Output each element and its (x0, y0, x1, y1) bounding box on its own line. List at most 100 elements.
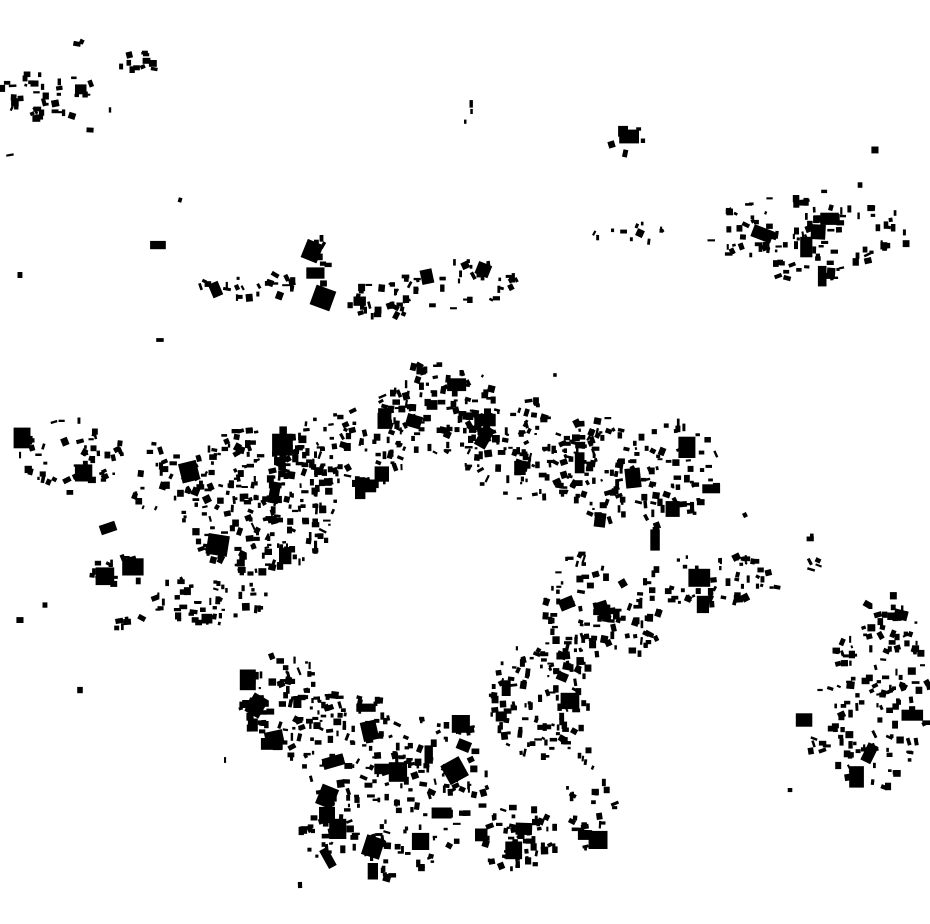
building (28, 438, 35, 443)
building (300, 467, 308, 477)
building (477, 464, 480, 468)
building (537, 724, 544, 730)
building (632, 633, 638, 639)
building (371, 481, 376, 489)
building (731, 552, 742, 562)
building (426, 400, 438, 410)
building (581, 554, 587, 563)
building (736, 225, 743, 232)
building (499, 286, 505, 291)
building (621, 149, 629, 158)
building (356, 695, 363, 700)
building (160, 466, 169, 473)
building (603, 489, 612, 497)
building (259, 671, 263, 679)
building (524, 703, 527, 708)
building (589, 501, 593, 506)
building (169, 461, 177, 466)
building (256, 291, 260, 297)
building (652, 491, 660, 500)
building (270, 559, 277, 568)
building (534, 850, 539, 857)
building (276, 495, 282, 504)
building (50, 419, 58, 425)
building (511, 840, 518, 848)
building (628, 647, 637, 654)
building (466, 448, 472, 455)
building (628, 460, 631, 463)
building (333, 499, 337, 503)
building (370, 313, 374, 320)
building (500, 731, 509, 741)
building (564, 641, 572, 645)
building (221, 434, 228, 437)
building (193, 463, 199, 469)
building (902, 229, 906, 236)
building (599, 821, 606, 825)
building (705, 464, 712, 468)
building (375, 832, 383, 836)
building (525, 856, 529, 860)
building (272, 282, 279, 285)
building (640, 620, 644, 629)
building (267, 515, 275, 524)
building (413, 802, 420, 811)
building (306, 459, 312, 464)
building (320, 280, 327, 287)
building (328, 422, 334, 426)
building (287, 752, 295, 758)
building (177, 579, 185, 585)
building (596, 234, 600, 241)
building (699, 468, 705, 472)
building (886, 752, 893, 757)
building (419, 781, 428, 787)
building (156, 338, 164, 342)
building (479, 482, 485, 486)
building (406, 390, 410, 397)
building (592, 230, 597, 236)
building (43, 461, 48, 465)
building (319, 506, 327, 514)
building (836, 267, 840, 271)
building (636, 599, 642, 603)
building (157, 446, 164, 456)
building (665, 501, 680, 517)
building (121, 623, 124, 631)
building (535, 403, 540, 408)
building (394, 440, 403, 447)
building (300, 498, 304, 503)
building (454, 762, 462, 770)
building (221, 608, 225, 611)
building (719, 566, 722, 571)
building (339, 441, 347, 449)
building (249, 440, 256, 445)
building (639, 637, 643, 645)
building (358, 710, 362, 714)
building (201, 473, 207, 477)
building (522, 717, 529, 721)
building (683, 594, 693, 603)
building (677, 600, 681, 604)
building (139, 63, 146, 70)
building (41, 443, 46, 450)
building (291, 285, 295, 292)
building (882, 675, 890, 680)
building (556, 652, 564, 660)
buildings-layer (0, 38, 930, 889)
building (293, 696, 302, 708)
building (209, 454, 217, 460)
building (345, 819, 353, 824)
building (308, 532, 312, 539)
building (547, 674, 550, 678)
building (773, 260, 779, 267)
building (571, 827, 578, 832)
building (680, 588, 685, 593)
building (466, 259, 470, 263)
building (272, 451, 277, 457)
building (42, 602, 48, 608)
building (96, 450, 101, 457)
building (678, 436, 696, 458)
building (143, 53, 150, 57)
building (400, 463, 403, 471)
building (838, 734, 844, 739)
